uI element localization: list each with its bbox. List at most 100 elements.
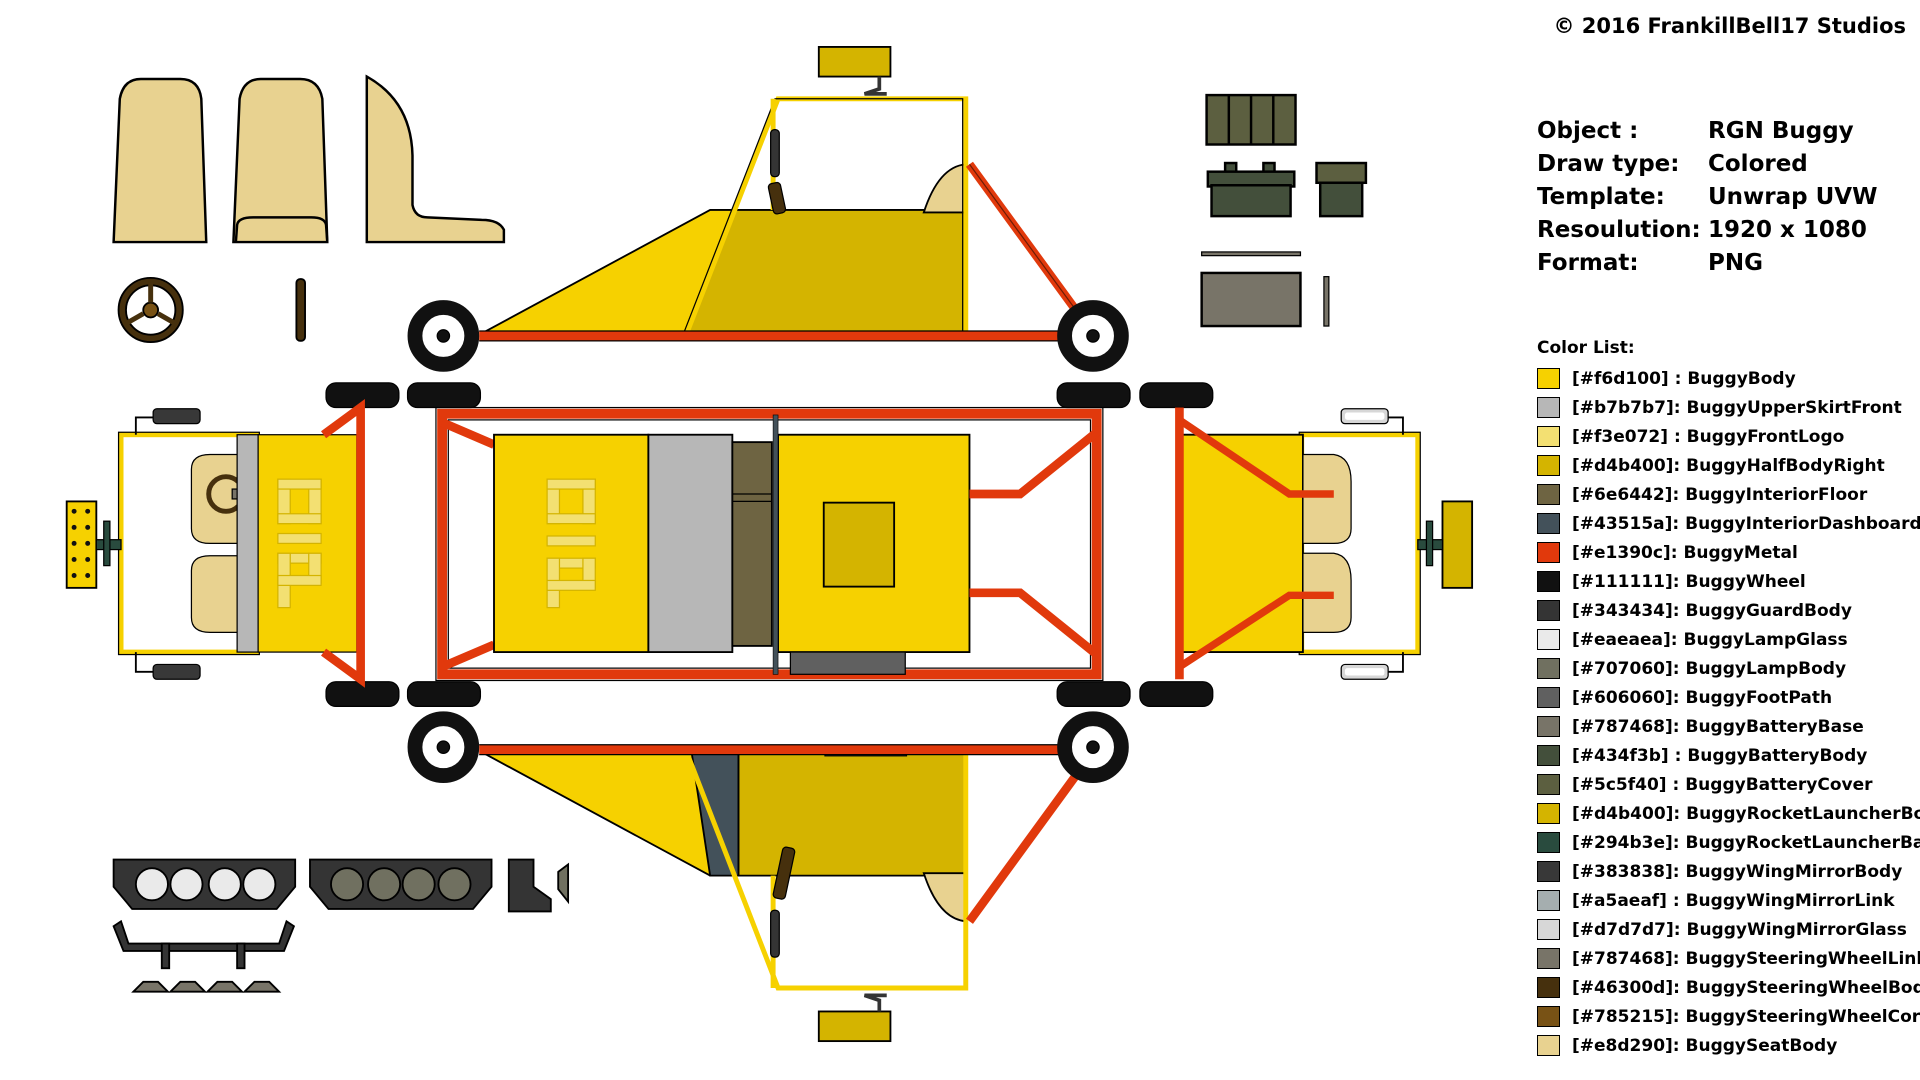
color-name: BuggyUpperSkirtFront <box>1686 397 1902 418</box>
steering-wheel-piece <box>117 276 184 344</box>
wheel-pieces <box>407 300 1129 783</box>
rear-panel <box>1175 407 1474 680</box>
info-row: Object :RGN Buggy <box>1537 114 1877 147</box>
color-swatch <box>1537 948 1560 969</box>
color-name: BuggySteeringWheelBody <box>1685 977 1920 998</box>
color-code: [#6e6442]: <box>1572 484 1680 505</box>
color-code: [#f3e072] : <box>1572 426 1681 447</box>
info-value: 1920 x 1080 <box>1708 216 1867 243</box>
color-list-item: [#5c5f40] : BuggyBatteryCover <box>1537 770 1920 799</box>
color-name: BuggyWingMirrorGlass <box>1686 919 1907 940</box>
color-name: BuggyFootPath <box>1685 687 1833 708</box>
tire-tread-pieces <box>325 382 1214 708</box>
color-list-item: [#787468]: BuggyBatteryBase <box>1537 712 1920 741</box>
color-entry-text: [#f6d100] : BuggyBody <box>1572 369 1796 389</box>
side-panel-upper <box>479 46 1092 342</box>
color-swatch <box>1537 861 1560 882</box>
color-swatch <box>1537 426 1560 447</box>
side-panel-lower <box>479 744 1092 1043</box>
color-code: [#343434]: <box>1572 600 1680 621</box>
color-code: [#46300d]: <box>1572 977 1680 998</box>
color-swatch <box>1537 542 1560 563</box>
color-name: BuggyFrontLogo <box>1686 426 1845 447</box>
info-row: Format: PNG <box>1537 246 1877 279</box>
color-list-item: [#434f3b] : BuggyBatteryBody <box>1537 741 1920 770</box>
color-entry-text: [#343434]: BuggyGuardBody <box>1572 601 1852 621</box>
info-row: Draw type:Colored <box>1537 147 1877 180</box>
color-name: BuggyRocketLauncherBase <box>1685 832 1920 853</box>
color-code: [#e1390c]: <box>1572 542 1678 563</box>
color-list-item: [#43515a]: BuggyInteriorDashboard <box>1537 509 1920 538</box>
color-list-item: [#f6d100] : BuggyBody <box>1537 364 1920 393</box>
color-swatch <box>1537 455 1560 476</box>
info-value: Colored <box>1708 150 1808 177</box>
color-entry-text: [#eaeaea]: BuggyLampGlass <box>1572 630 1848 650</box>
color-entry-text: [#d4b400]: BuggyHalfBodyRight <box>1572 456 1885 476</box>
color-list-item: [#d4b400]: BuggyHalfBodyRight <box>1537 451 1920 480</box>
color-code: [#606060]: <box>1572 687 1680 708</box>
color-list-item: [#eaeaea]: BuggyLampGlass <box>1537 625 1920 654</box>
color-name: BuggySteeringWheelLink <box>1685 948 1920 969</box>
color-code: [#d7d7d7]: <box>1572 919 1681 940</box>
color-code: [#785215]: <box>1572 1006 1680 1027</box>
color-code: [#383838]: <box>1572 861 1680 882</box>
info-panel: Object :RGN Buggy Draw type:Colored Temp… <box>1537 114 1877 279</box>
color-name: BuggyMetal <box>1683 542 1798 563</box>
color-list-item: [#787468]: BuggySteeringWheelLink <box>1537 944 1920 973</box>
color-code: [#5c5f40] : <box>1572 774 1680 795</box>
color-entry-text: [#b7b7b7]: BuggyUpperSkirtFront <box>1572 398 1902 418</box>
color-name: BuggyLampBody <box>1685 658 1847 679</box>
color-list-item: [#606060]: BuggyFootPath <box>1537 683 1920 712</box>
color-entry-text: [#6e6442]: BuggyInteriorFloor <box>1572 485 1867 505</box>
color-swatch <box>1537 629 1560 650</box>
color-code: [#f6d100] : <box>1572 368 1682 389</box>
color-swatch <box>1537 745 1560 766</box>
info-value: Unwrap UVW <box>1708 183 1878 210</box>
color-list-item: [#a5aeaf] : BuggyWingMirrorLink <box>1537 886 1920 915</box>
seat-side <box>365 74 506 244</box>
color-code: [#294b3e]: <box>1572 832 1680 853</box>
color-list-title: Color List: <box>1537 338 1635 358</box>
color-entry-text: [#e1390c]: BuggyMetal <box>1572 543 1798 563</box>
color-name: BuggyInteriorFloor <box>1685 484 1868 505</box>
color-entry-text: [#787468]: BuggySteeringWheelLink <box>1572 949 1920 969</box>
color-entry-text: [#d4b400]: BuggyRocketLauncherBody <box>1572 804 1920 824</box>
info-label: Format: <box>1537 249 1639 276</box>
color-code: [#d4b400]: <box>1572 455 1681 476</box>
steering-column-piece <box>295 278 306 342</box>
info-label: Template: <box>1537 183 1665 210</box>
color-entry-text: [#787468]: BuggyBatteryBase <box>1572 717 1864 737</box>
color-name: BuggyWingMirrorBody <box>1685 861 1903 882</box>
color-swatch <box>1537 600 1560 621</box>
color-entry-text: [#a5aeaf] : BuggyWingMirrorLink <box>1572 891 1895 911</box>
seat-pieces <box>112 74 506 244</box>
main-chassis <box>435 406 1104 682</box>
info-value: RGN Buggy <box>1708 117 1854 144</box>
color-name: BuggyWingMirrorLink <box>1685 890 1895 911</box>
color-code: [#eaeaea]: <box>1572 629 1678 650</box>
color-entry-text: [#707060]: BuggyLampBody <box>1572 659 1846 679</box>
info-value: PNG <box>1708 249 1763 276</box>
copyright-credit: © 2016 FrankillBell17 Studios <box>1553 14 1906 38</box>
color-list-item: [#e8d290]: BuggySeatBody <box>1537 1031 1920 1060</box>
color-list-item: [#294b3e]: BuggyRocketLauncherBase <box>1537 828 1920 857</box>
color-entry-text: [#e8d290]: BuggySeatBody <box>1572 1036 1837 1056</box>
color-code: [#a5aeaf] : <box>1572 890 1680 911</box>
color-list: [#f6d100] : BuggyBody [#b7b7b7]: BuggyUpp… <box>1537 364 1920 1060</box>
color-swatch <box>1537 1006 1560 1027</box>
color-swatch <box>1537 832 1560 853</box>
info-row: Template: Unwrap UVW <box>1537 180 1877 213</box>
color-swatch <box>1537 687 1560 708</box>
color-entry-text: [#f3e072] : BuggyFrontLogo <box>1572 427 1844 447</box>
color-name: BuggyBatteryCover <box>1685 774 1873 795</box>
color-list-item: [#383838]: BuggyWingMirrorBody <box>1537 857 1920 886</box>
color-name: BuggyWheel <box>1685 571 1806 592</box>
color-entry-text: [#46300d]: BuggySteeringWheelBody <box>1572 978 1920 998</box>
color-swatch <box>1537 890 1560 911</box>
color-list-item: [#707060]: BuggyLampBody <box>1537 654 1920 683</box>
seat-front-cushion <box>234 216 329 243</box>
color-name: BuggySteeringWheelCore <box>1685 1006 1920 1027</box>
color-code: [#b7b7b7]: <box>1572 397 1681 418</box>
color-list-item: [#785215]: BuggySteeringWheelCore <box>1537 1002 1920 1031</box>
color-name: BuggyHalfBodyRight <box>1686 455 1885 476</box>
